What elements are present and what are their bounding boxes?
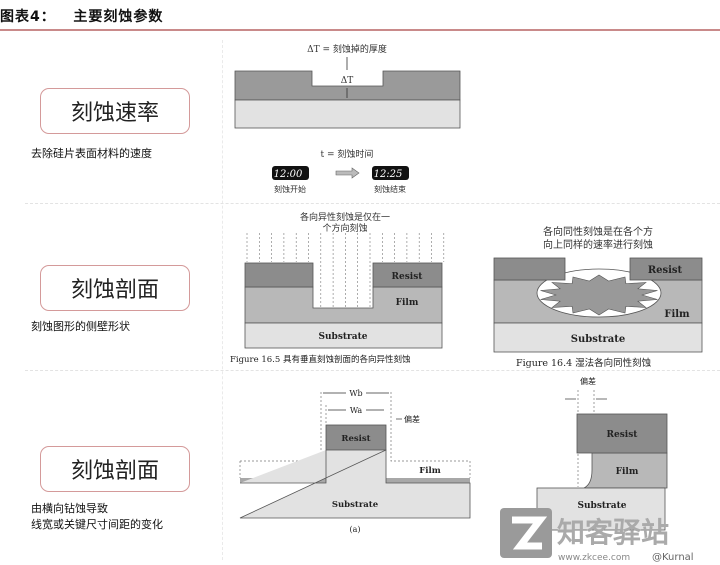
resist-block xyxy=(325,424,387,451)
etch-bias-desc-2: 线宽或关键尺寸间距的变化 xyxy=(31,518,163,531)
time-caption: t = 刻蚀时间 xyxy=(321,148,374,160)
film-residue xyxy=(386,478,470,483)
etch-profile-label: 刻蚀剖面 xyxy=(40,265,190,311)
etch-profile-desc: 刻蚀图形的侧壁形状 xyxy=(31,320,130,333)
figure-title: 图表4： 主要刻蚀参数 xyxy=(0,9,164,25)
substrate-layer xyxy=(493,322,703,353)
label-bg xyxy=(346,387,366,398)
end-label: 刻蚀结束 xyxy=(374,184,406,194)
film-label: Film xyxy=(664,309,690,320)
resist-block xyxy=(576,413,668,454)
clock-start: 12:00 xyxy=(274,169,303,180)
figure-caption: (a) xyxy=(349,525,360,534)
substrate-layer xyxy=(244,322,443,349)
delta-caption: ΔT = 刻蚀掉的厚度 xyxy=(307,43,387,55)
figure-caption: Figure 16.4 湿法各向同性刻蚀 xyxy=(516,357,652,369)
film-label: Film xyxy=(419,466,441,476)
row-divider xyxy=(25,203,720,204)
substrate-layer xyxy=(536,487,666,531)
row-divider xyxy=(25,370,720,371)
anisotropic-diagram: 各向异性刻蚀是仅在一 个方向刻蚀 Resist Film Substrate F… xyxy=(230,211,445,365)
bias-label: 偏差 xyxy=(404,414,420,424)
substrate-layer xyxy=(239,449,471,519)
substrate-layer xyxy=(234,99,461,129)
watermark-text: 知客驿站 xyxy=(557,516,669,549)
column-divider xyxy=(222,40,223,560)
etch-bias-desc-1: 由横向钻蚀导致 xyxy=(31,502,108,515)
note: 各向异性刻蚀是仅在一 xyxy=(300,211,390,223)
resist-block xyxy=(493,257,566,281)
resist-block xyxy=(372,262,443,288)
substrate-label: Substrate xyxy=(332,500,379,510)
watermark-handle: @Kurnal xyxy=(652,552,694,563)
resist-block xyxy=(244,262,314,288)
note: 个方向刻蚀 xyxy=(322,222,367,234)
bias-label: 偏差 xyxy=(580,376,596,386)
substrate-label: Substrate xyxy=(577,501,626,511)
clock-end: 12:25 xyxy=(374,169,403,180)
figure-caption: Figure 16.5 具有垂直刻蚀剖面的各向异性刻蚀 xyxy=(230,354,411,365)
wa-label: Wa xyxy=(350,406,363,415)
etch-rate-diagram: ΔT = 刻蚀掉的厚度 ΔT t = 刻蚀时间 12:00 12:25 刻蚀开始… xyxy=(234,43,461,194)
resist-label: Resist xyxy=(341,434,370,444)
resist-label: Resist xyxy=(648,265,683,276)
title-rule xyxy=(0,29,720,31)
watermark-url: www.zkcee.com xyxy=(558,553,630,563)
film-label: Film xyxy=(396,298,419,308)
etchant-star xyxy=(540,274,658,316)
resist-label: Resist xyxy=(607,430,639,440)
ion-arrows xyxy=(246,233,445,307)
clock-icon xyxy=(272,166,309,180)
start-label: 刻蚀开始 xyxy=(274,184,306,194)
etch-rate-label: 刻蚀速率 xyxy=(40,88,190,134)
delta-symbol: ΔT xyxy=(341,76,354,86)
bias-diagram-b: 偏差 Resist Film Substrate xyxy=(536,376,668,531)
wb-label: Wb xyxy=(349,389,362,398)
resist-block xyxy=(629,257,703,281)
arrow-right-icon xyxy=(335,167,360,179)
note: 各向同性刻蚀是在各个方 xyxy=(543,225,653,238)
clock-icon xyxy=(372,166,409,180)
bias-diagram-a: Wb Wa 偏差 Resist Film Substrate (a) xyxy=(239,387,471,534)
etch-bias-label: 刻蚀剖面 xyxy=(40,446,190,492)
isotropic-diagram: 各向同性刻蚀是在各个方 向上同样的速率进行刻蚀 Resist Film Subs… xyxy=(493,225,703,369)
substrate-label: Substrate xyxy=(318,332,367,342)
film-label: Film xyxy=(616,467,639,477)
etch-rate-desc: 去除硅片表面材料的速度 xyxy=(31,147,152,160)
watermark-logo: 知客驿站 www.zkcee.com @Kurnal xyxy=(500,508,694,563)
substrate-label: Substrate xyxy=(571,334,625,345)
resist-label: Resist xyxy=(392,272,424,282)
note: 向上同样的速率进行刻蚀 xyxy=(543,238,653,251)
watermark-z-glyph xyxy=(512,516,548,550)
label-bg xyxy=(346,404,366,415)
